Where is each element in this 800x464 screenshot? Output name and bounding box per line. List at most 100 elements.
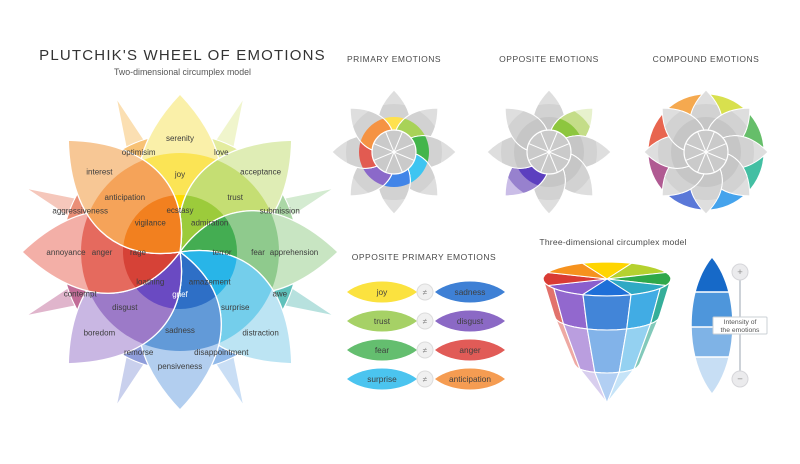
wheel-label-contempt: contempt [64,289,98,298]
wheel-label-apprehension: apprehension [270,248,318,257]
intensity-segment [695,357,729,393]
flower-center-line [705,151,727,161]
wheel-label-loathing: loathing [136,278,164,287]
three-d-model-title: Three-dimensional circumplex model [539,237,687,247]
flower-center-line [540,151,550,173]
emotion-wheel-diagram: serenity joy ecstasy acceptance trust admirat… [21,93,339,411]
opposite-emotions-title: OPPOSITE EMOTIONS [499,54,599,64]
pair-label-trust: trust [374,316,391,326]
compound-emotions-title: COMPOUND EMOTIONS [652,54,760,64]
flower-center-line [385,131,395,153]
wheel-label-disappointment: disappointment [194,348,249,357]
wheel-label-trust: trust [227,193,243,202]
intensity-label-line1: Intensity of [724,319,757,326]
opposite-primary-pairs-diagram: joy≠sadnesstrust≠disgustfear≠angersurpri… [347,281,505,390]
wheel-label-boredom: boredom [84,329,116,338]
pair-leaf-joy [347,281,417,303]
pair-label-fear: fear [375,345,390,355]
wheel-label-annoyance: annoyance [46,248,86,257]
flower-center-line [548,151,570,161]
page-subtitle: Two-dimensional circumplex model [114,67,251,77]
opposite-primary-emotions-title: OPPOSITE PRIMARY EMOTIONS [351,252,497,262]
wheel-label-love: love [214,148,229,157]
flower-center-line [685,151,707,161]
pair-leaf-sadness [435,281,505,303]
primary-emotions-title: PRIMARY EMOTIONS [346,54,442,64]
pair-leaf-surprise [347,368,417,390]
wheel-label-disgust: disgust [112,303,138,312]
pair-leaf-anticipation [435,368,505,390]
pair-label-sadness: sadness [455,287,486,297]
flower-center-line [705,131,715,153]
wheel-label-submission: submission [260,207,300,216]
compound-emotions-flower [643,89,769,215]
not-equal-circle [416,312,434,330]
wheel-label-admiration: admiration [191,218,228,227]
wheel-label-remorse: remorse [124,348,154,357]
flower-center-line [393,131,403,153]
wheel-label-distraction: distraction [242,329,278,338]
not-equal-icon: ≠ [423,288,428,297]
flower-center-line [393,143,415,153]
pair-label-anticipation: anticipation [449,374,491,384]
wheel-label-pensiveness: pensiveness [158,362,202,371]
page-title: PLUTCHIK'S WHEEL OF EMOTIONS [39,47,326,64]
wheel-label-fear: fear [251,248,265,257]
flower-center-line [528,143,550,153]
wheel-label-interest: interest [86,167,113,176]
intensity-segment [695,258,729,292]
pair-label-surprise: surprise [367,374,397,384]
cone-disc-wedge [546,262,608,280]
wheel-label-ecstasy: ecstasy [166,206,193,215]
pair-label-joy: joy [376,287,388,297]
flower-center-line [385,151,395,173]
wheel-label-joy: joy [174,170,185,179]
flower-center-line [705,151,715,173]
flower-center-line [685,143,707,153]
wheel-label-anger: anger [92,248,113,257]
wheel-label-terror: terror [212,248,231,257]
not-equal-icon: ≠ [423,375,428,384]
wheel-label-serenity: serenity [166,134,194,143]
plus-circle [731,263,749,281]
wheel-label-aggressiveness: aggressiveness [52,207,108,216]
wheel-label-awe: awe [272,289,287,298]
intensity-label-box [712,316,768,335]
not-equal-circle [416,283,434,301]
primary-emotions-flower [331,89,457,215]
wheel-label-amazement: amazement [189,278,232,287]
plus-icon: + [737,267,743,278]
flower-center-line [697,151,707,173]
cone-disc-wedge [580,261,634,280]
minus-icon: − [737,374,743,385]
intensity-segment-group [695,258,729,292]
flower-center-line [540,131,550,153]
flower-center-line [548,131,558,153]
flower-center-line [393,151,403,173]
three-d-cone-diagram [542,261,672,405]
intensity-label-line2: the emotions [721,327,761,334]
pair-leaf-anger [435,339,505,361]
wheel-label-anticipation: anticipation [105,193,145,202]
opposite-emotions-flower [486,89,612,215]
flower-center-line [373,143,395,153]
pair-leaf-fear [347,339,417,361]
flower-center-line [528,151,550,161]
wheel-label-surprise: surprise [221,303,250,312]
intensity-segment-group [695,357,729,393]
wheel-label-vigilance: vigilance [135,218,167,227]
flower-center-line [705,143,727,153]
wheel-label-rage: rage [130,248,147,257]
pair-leaf-trust [347,310,417,332]
pair-label-anger: anger [459,345,480,355]
minus-circle [731,370,749,388]
pair-label-disgust: disgust [457,316,484,326]
cone-panel [606,363,641,404]
flower-center-line [697,131,707,153]
flower-center-line [393,151,415,161]
wheel-label-acceptance: acceptance [240,167,281,176]
cone-panel [582,294,632,331]
wheel-label-sadness: sadness [165,326,195,335]
